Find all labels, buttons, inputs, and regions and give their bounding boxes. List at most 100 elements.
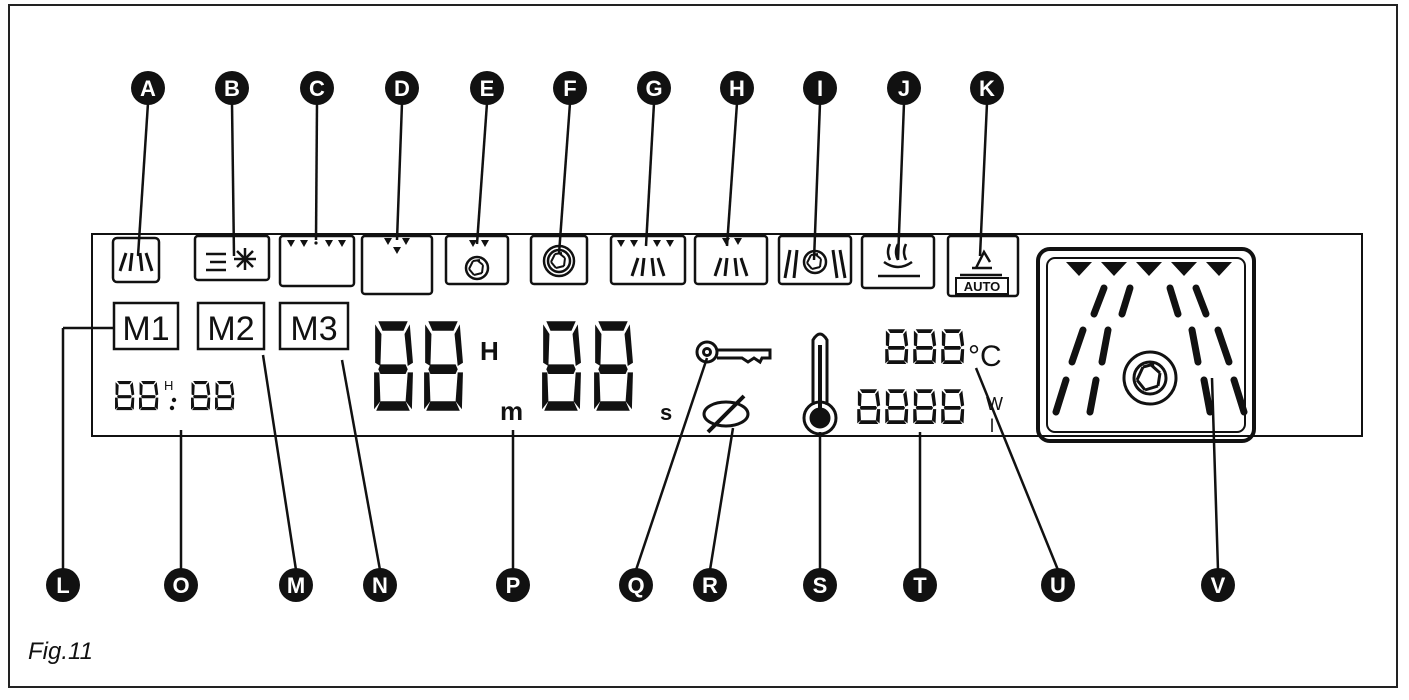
callout-g: G (637, 71, 671, 105)
icon-rinse-h (693, 234, 769, 286)
key-icon (695, 340, 772, 365)
callout-p: P (496, 568, 530, 602)
callout-letter: D (394, 76, 410, 101)
callout-circle (970, 71, 1004, 105)
callout-circle (803, 71, 837, 105)
callout-u: U (1041, 568, 1075, 602)
callout-letter: H (729, 76, 745, 101)
callout-circle (363, 568, 397, 602)
callout-circle (553, 71, 587, 105)
icon-auto-k: AUTO (946, 234, 1020, 298)
callout-circle (279, 568, 313, 602)
callout-c: C (300, 71, 334, 105)
callout-letter: U (1050, 573, 1066, 598)
callout-circle (215, 71, 249, 105)
callout-letter: G (645, 76, 662, 101)
callout-letter: O (172, 573, 189, 598)
callout-letter: B (224, 76, 240, 101)
icon-wash-d (360, 234, 434, 296)
main-time-p: H m s (374, 321, 672, 426)
callout-circle (470, 71, 504, 105)
leader-lines (61, 102, 1220, 571)
thermometer-icon (802, 332, 838, 436)
callout-circle (803, 568, 837, 602)
callout-letter: T (913, 573, 927, 598)
memory-label-m1: M1 (122, 310, 169, 348)
callout-s: S (803, 568, 837, 602)
callout-letter: A (140, 76, 156, 101)
callout-f: F (553, 71, 587, 105)
callout-circle (693, 568, 727, 602)
callout-q: Q (619, 568, 653, 602)
callout-circle (720, 71, 754, 105)
callout-circle (887, 71, 921, 105)
memory-label-m2: M2 (207, 310, 254, 348)
callout-letter: F (563, 76, 576, 101)
figure-caption: Fig.11 (28, 638, 93, 665)
callout-letter: Q (627, 573, 644, 598)
callout-letter: R (702, 573, 718, 598)
callout-letter: S (813, 573, 828, 598)
callout-n: N (363, 568, 397, 602)
memory-button-m2: M2 (196, 301, 266, 351)
callout-letter: P (506, 573, 521, 598)
callout-o: O (164, 568, 198, 602)
callout-b: B (215, 71, 249, 105)
temperature-unit: °C (968, 340, 1002, 373)
callout-h: H (720, 71, 754, 105)
main-spray-display-v (1036, 247, 1256, 443)
callout-letter: N (372, 573, 388, 598)
icon-cold-rinse-b (193, 234, 271, 282)
unit-seconds: s (660, 400, 672, 425)
callout-circle (1201, 568, 1235, 602)
callout-l: L (46, 568, 80, 602)
callout-j: J (887, 71, 921, 105)
callout-e: E (470, 71, 504, 105)
temperature-readout-u: °C (885, 329, 1002, 373)
callout-circle (164, 568, 198, 602)
memory-button-m1: M1 (112, 301, 180, 351)
callout-t: T (903, 568, 937, 602)
memory-button-m3: M3 (278, 301, 350, 351)
callout-k: K (970, 71, 1004, 105)
callout-i: I (803, 71, 837, 105)
callout-m: M (279, 568, 313, 602)
callout-d: D (385, 71, 419, 105)
callout-circle (131, 71, 165, 105)
unit-minutes: m (500, 396, 523, 426)
callout-circle (637, 71, 671, 105)
consumption-unit-w: W (986, 394, 1003, 414)
unit-hours: H (480, 336, 499, 366)
callout-circle (385, 71, 419, 105)
consumption-unit-l: l (990, 416, 994, 436)
small-clock-hour-sup: H (164, 378, 173, 393)
icon-main-wash-g (609, 234, 687, 286)
icon-spray-a (111, 236, 161, 284)
callout-circle (1041, 568, 1075, 602)
callout-letter: L (56, 573, 69, 598)
callout-v: V (1201, 568, 1235, 602)
callout-circle (496, 568, 530, 602)
callout-letter: K (979, 76, 995, 101)
callout-letter: J (898, 76, 910, 101)
small-clock-o: H (115, 378, 235, 411)
callout-letter: E (480, 76, 495, 101)
figure-frame (8, 4, 1398, 688)
icon-prewash-c (278, 234, 356, 288)
icon-rinse-spin-i (777, 234, 853, 286)
callout-letter: C (309, 76, 325, 101)
callout-circle (46, 568, 80, 602)
callout-letter: M (287, 573, 305, 598)
callout-r: R (693, 568, 727, 602)
rinse-aid-icon (702, 394, 750, 434)
callout-letter: I (817, 76, 823, 101)
auto-label: AUTO (964, 279, 1001, 294)
callout-circle (903, 568, 937, 602)
callout-letter: V (1211, 573, 1226, 598)
callout-circle (619, 568, 653, 602)
callout-circle (300, 71, 334, 105)
memory-label-m3: M3 (290, 310, 337, 348)
consumption-readout-t: W l (857, 389, 1003, 436)
callout-a: A (131, 71, 165, 105)
